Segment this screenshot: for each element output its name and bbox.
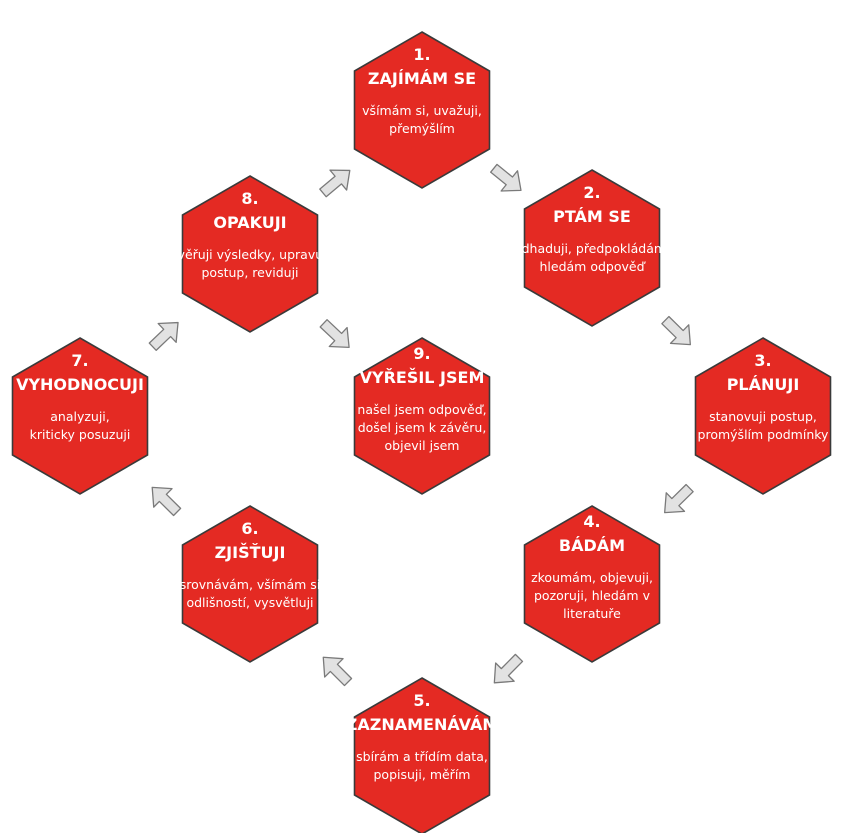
step-number: 3. xyxy=(754,351,771,370)
step-number: 9. xyxy=(413,344,430,363)
step-description-line: přemýšlím xyxy=(389,121,455,136)
hexagon-shape xyxy=(353,31,491,189)
step-description-line: popisuji, měřím xyxy=(374,767,471,782)
arrow-icon xyxy=(319,169,351,198)
step-description-line: kriticky posuzuji xyxy=(30,427,131,442)
step-description-line: analyzuji, xyxy=(50,409,110,424)
arrow-icon xyxy=(319,319,350,348)
step-title: ZAZNAMENÁVÁM xyxy=(346,715,499,734)
step-hexagon: 5. ZAZNAMENÁVÁM sbírám a třídím data, popis… xyxy=(346,677,499,833)
hexagon-shape xyxy=(181,505,319,663)
arrow-icon xyxy=(148,321,179,351)
step-description-line: stanovuji postup, xyxy=(709,409,817,424)
arrows xyxy=(148,163,694,687)
step-description-line: promýšlím podmínky xyxy=(698,427,830,442)
step-description-line: postup, reviduji xyxy=(201,265,298,280)
arrow-icon xyxy=(151,486,182,517)
step-number: 5. xyxy=(413,691,430,710)
step-hexagon: 4. BÁDÁM zkoumám, objevuji, pozoruji, hledá… xyxy=(523,505,661,663)
step-hexagon: 2. PTÁM SE odhaduji, předpokládám, hledám o… xyxy=(514,169,670,327)
step-description-line: pozoruji, hledám v xyxy=(534,588,651,603)
step-hexagon: 3. PLÁNUJI stanovuji postup, promýšlím podm… xyxy=(694,337,832,495)
hexagon-shape xyxy=(523,505,661,663)
step-description-line: objevil jsem xyxy=(385,438,460,453)
step-hexagon: 7. VYHODNOCUJI analyzuji, kriticky posuzuji xyxy=(11,337,149,495)
step-description-line: literatuře xyxy=(563,606,621,621)
step-title: VYŘEŠIL JSEM xyxy=(360,368,485,387)
step-description-line: našel jsem odpověď, xyxy=(357,402,486,417)
step-hexagon: 8. OPAKUJI ověřuji výsledky, upravuji postu… xyxy=(170,175,330,333)
step-number: 2. xyxy=(583,183,600,202)
step-description-line: sbírám a třídím data, xyxy=(356,749,488,764)
hexagon-shape xyxy=(353,677,491,833)
hexagon-shape xyxy=(523,169,661,327)
step-description-line: všímám si, uvažuji, xyxy=(362,103,482,118)
arrow-icon xyxy=(322,656,353,687)
step-number: 8. xyxy=(241,189,258,208)
step-hexagon: 1. ZAJÍMÁM SE všímám si, uvažuji, přemýšlím xyxy=(353,31,491,189)
step-description-line: srovnávám, všímám si xyxy=(180,577,321,592)
arrow-icon xyxy=(490,163,522,192)
step-hexagon: 9. VYŘEŠIL JSEM našel jsem odpověď, došel j… xyxy=(353,337,491,495)
step-hexagon: 6. ZJIŠŤUJI srovnávám, všímám si odlišností… xyxy=(180,505,321,663)
step-title: PLÁNUJI xyxy=(727,375,800,394)
step-title: BÁDÁM xyxy=(559,536,625,555)
step-description-line: zkoumám, objevuji, xyxy=(531,570,653,585)
arrow-icon xyxy=(493,653,524,684)
step-title: PTÁM SE xyxy=(553,207,631,226)
step-number: 1. xyxy=(413,45,430,64)
hexagon-shape xyxy=(181,175,319,333)
step-title: ZAJÍMÁM SE xyxy=(368,69,476,88)
arrow-icon xyxy=(664,483,694,514)
step-number: 7. xyxy=(71,351,88,370)
step-description-line: ověřuji výsledky, upravuji xyxy=(170,247,330,262)
step-description-line: hledám odpověď xyxy=(539,259,646,274)
step-number: 4. xyxy=(583,512,600,531)
hexagon-shape xyxy=(11,337,149,495)
hexagon-shape xyxy=(694,337,832,495)
step-title: VYHODNOCUJI xyxy=(16,375,144,394)
step-description-line: odhaduji, předpokládám, xyxy=(514,241,670,256)
arrow-icon xyxy=(661,315,691,346)
step-title: OPAKUJI xyxy=(213,213,286,232)
hexagon-shape xyxy=(353,337,491,495)
step-description-line: došel jsem k závěru, xyxy=(358,420,487,435)
step-number: 6. xyxy=(241,519,258,538)
step-title: ZJIŠŤUJI xyxy=(215,543,286,562)
step-description-line: odlišností, vysvětluji xyxy=(186,595,313,610)
